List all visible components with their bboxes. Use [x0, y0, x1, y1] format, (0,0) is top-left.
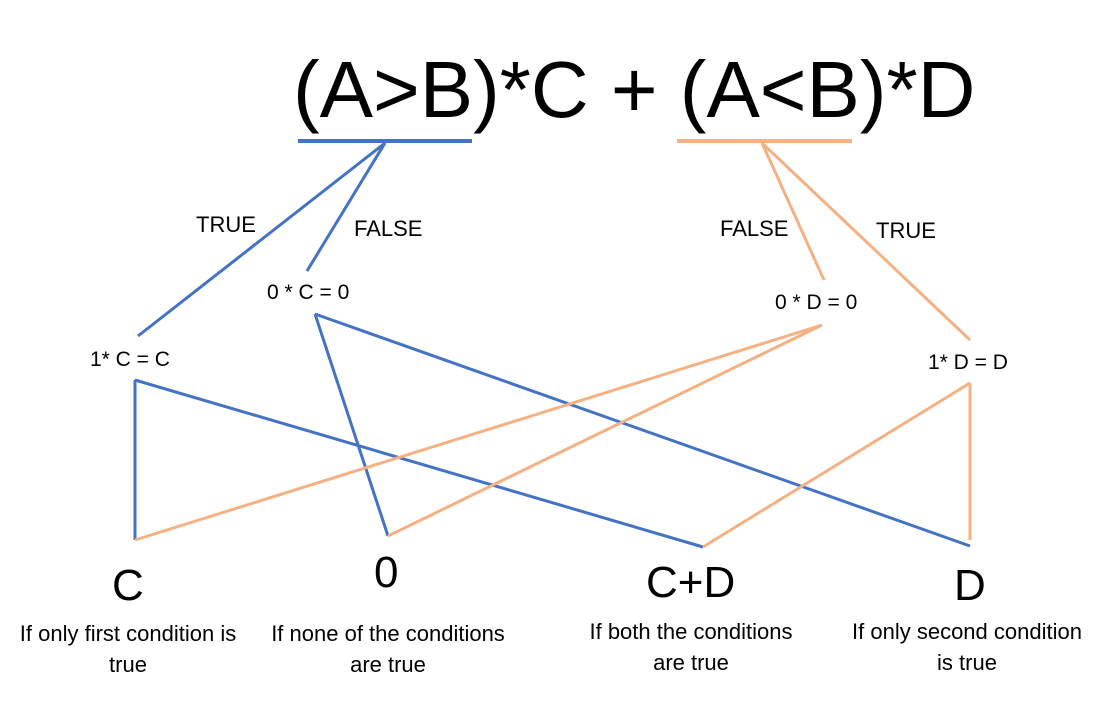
result-value-c: C	[112, 561, 144, 610]
orange-d-to-result-cd	[702, 381, 971, 549]
blue-zero-to-result-d	[314, 312, 971, 548]
branch-label-second-false: FALSE	[720, 216, 789, 241]
result-description-c: If only first condition is true	[19, 621, 237, 677]
first-false-branch-line	[305, 142, 387, 272]
blue-zero-to-result-zero	[313, 313, 390, 537]
orange-zero-to-result-c	[134, 323, 823, 542]
branch-label-second-true: TRUE	[876, 218, 936, 243]
result-value-d: D	[954, 561, 986, 610]
node-first-true: 1* C = C	[90, 348, 170, 371]
formula-title: (A>B)*C + (A<B)*D	[293, 45, 976, 134]
second-false-branch-line	[760, 142, 826, 281]
blue-c-to-result-cd	[134, 378, 704, 549]
node-second-true: 1* D = D	[928, 351, 1008, 374]
branch-label-first-false: FALSE	[354, 216, 423, 241]
second-true-branch-line	[760, 141, 972, 342]
node-first-false: 0 * C = 0	[267, 281, 350, 304]
result-description-c-plus-d: If both the conditions are true	[589, 619, 793, 675]
result-description-zero: If none of the conditions are true	[271, 621, 505, 677]
first-true-branch-line	[137, 141, 386, 338]
branch-label-first-true: TRUE	[196, 212, 256, 237]
orange-zero-to-result-zero	[387, 323, 823, 538]
node-second-false: 0 * D = 0	[775, 291, 858, 314]
result-description-d: If only second condition is true	[852, 619, 1082, 675]
result-value-c-plus-d: C+D	[646, 558, 736, 607]
result-value-zero: 0	[374, 548, 399, 597]
